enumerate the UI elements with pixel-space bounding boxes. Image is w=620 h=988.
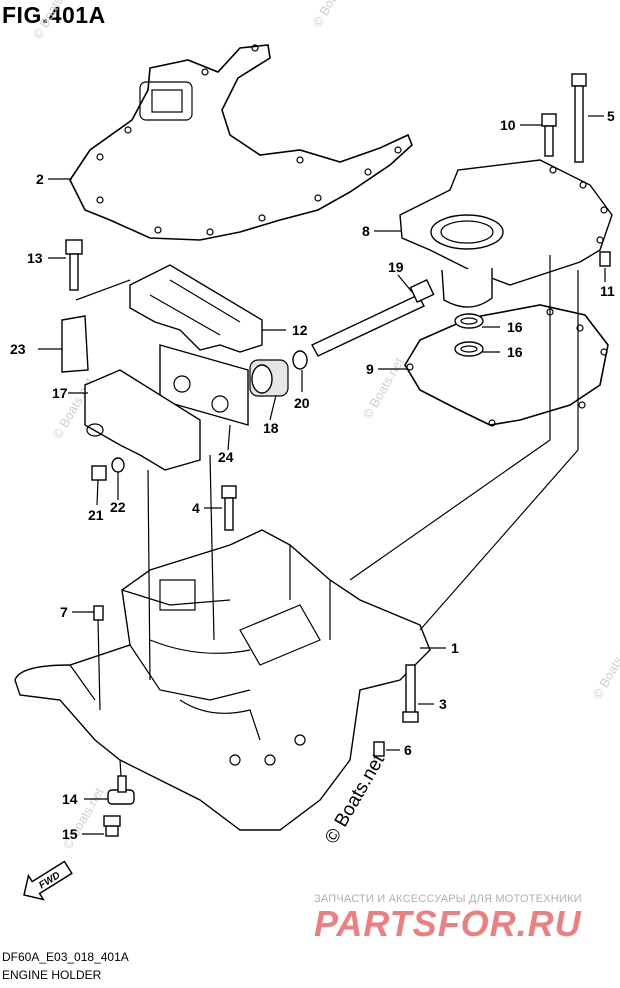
bolt-part-19	[311, 279, 435, 357]
watermark: © Boats.net	[30, 0, 77, 41]
holder-plate-part-8	[399, 159, 613, 308]
pin-part-11	[599, 251, 611, 267]
fwd-arrow: FWD	[23, 860, 73, 901]
seal-part-16	[454, 313, 484, 357]
watermark: © Boats.net	[310, 0, 357, 29]
callout-23: 23	[10, 341, 26, 357]
callout-16: 16	[507, 319, 523, 335]
callout-18: 18	[263, 420, 279, 436]
bolt-part-10	[541, 113, 557, 157]
gasket-part-2	[69, 44, 413, 241]
figure-title: FIG.401A	[2, 2, 106, 28]
callout-4: 4	[192, 500, 200, 516]
callout-2: 2	[36, 171, 44, 187]
shop-logo: PARTSFOR.RU	[314, 903, 582, 944]
figure-code: DF60A_E03_018_401A	[2, 950, 129, 964]
callout-3: 3	[439, 696, 447, 712]
callout-5: 5	[607, 108, 615, 124]
callout-15: 15	[62, 826, 78, 842]
bolt-part-4	[221, 485, 237, 531]
callout-16: 16	[507, 344, 523, 360]
callout-12: 12	[292, 322, 308, 338]
nut-part-21	[91, 465, 107, 481]
pin-part-7	[93, 605, 104, 621]
callout-9: 9	[366, 361, 374, 377]
callout-21: 21	[88, 507, 104, 523]
bolt-part-3	[402, 664, 419, 723]
callout-8: 8	[362, 223, 370, 239]
washer-part-22	[111, 457, 125, 473]
callout-11: 11	[600, 283, 615, 299]
bolt-part-15	[103, 815, 121, 837]
callout-7: 7	[60, 604, 68, 620]
shop-subtitle: ЗАПЧАСТИ И АКСЕССУАРЫ ДЛЯ МОТОТЕХНИКИ	[314, 893, 582, 905]
spacer-part-23	[61, 315, 89, 373]
callout-17: 17	[52, 385, 68, 401]
bolt-part-13	[65, 239, 83, 291]
washer-part-20	[292, 350, 308, 370]
figure-name: ENGINE HOLDER	[2, 968, 102, 982]
callout-1: 1	[451, 640, 459, 656]
engine-holder-part-1	[14, 529, 431, 831]
callout-14: 14	[62, 791, 78, 807]
bolt-part-5	[571, 73, 587, 163]
plate-part-24	[159, 344, 249, 426]
callout-22: 22	[110, 499, 126, 515]
callout-13: 13	[27, 250, 43, 266]
callout-20: 20	[294, 395, 310, 411]
pin-part-6	[373, 741, 385, 757]
fitting-part-14	[107, 775, 135, 805]
callouts: 1 2 3 4 5 6 7 8 9 10 11 12 13 14 15 16 1…	[10, 108, 615, 842]
watermark: © Boats.net	[590, 635, 620, 702]
callout-10: 10	[500, 117, 516, 133]
callout-19: 19	[388, 259, 404, 275]
stopper-part-17	[84, 369, 201, 471]
callout-6: 6	[404, 742, 412, 758]
callout-24: 24	[218, 449, 234, 465]
mount-part-18	[249, 359, 289, 397]
bracket-part-12	[129, 264, 263, 353]
leader-lines	[38, 115, 606, 835]
